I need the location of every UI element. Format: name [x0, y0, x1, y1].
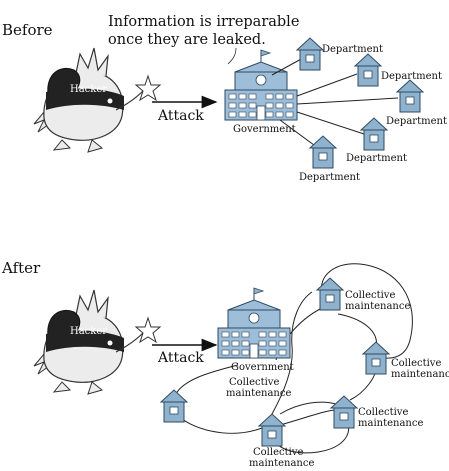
government-label: Government [231, 362, 294, 373]
department-label: Department [381, 71, 442, 82]
government-icon [217, 287, 291, 359]
hacker-label: Hacker [70, 84, 107, 95]
collective-node-icon [316, 277, 344, 311]
collective-node-label: Collective [345, 290, 395, 301]
hacker-label: Hacker [70, 326, 107, 337]
government-collective-label: maintenance [226, 388, 291, 399]
department-label: Department [346, 153, 407, 164]
department-icon [354, 53, 382, 87]
department-icon [396, 79, 424, 113]
collective-node-label: Collective [253, 447, 303, 458]
collective-node-label: Collective [358, 407, 408, 418]
department-icon [309, 135, 337, 169]
department-links [271, 57, 399, 149]
department-label: Department [322, 44, 383, 55]
after-title: After [1, 259, 41, 277]
collective-node-icon [258, 413, 286, 447]
leak-note-line2: once they are leaked. [108, 32, 266, 48]
collective-node-label: maintenance [345, 301, 410, 312]
collective-node-label: maintenance [249, 458, 314, 469]
collective-node-icon [330, 395, 358, 429]
collective-node-label: Collective [391, 358, 441, 369]
leak-note-line1: Information is irreparable [108, 14, 299, 30]
department-icon [360, 117, 388, 151]
hacker-icon: Hacker [33, 289, 161, 395]
government-collective-label: Collective [229, 377, 279, 388]
government-label: Government [233, 124, 296, 135]
collective-node-label: maintenance [391, 369, 449, 380]
hacker-icon: Hacker [33, 47, 161, 153]
leak-note-pointer [227, 47, 237, 65]
collective-node-icon [362, 341, 390, 375]
collective-node-label: maintenance [358, 418, 423, 429]
attack-label: Attack [157, 108, 204, 124]
attack-label: Attack [157, 350, 204, 366]
department-label: Department [386, 116, 447, 127]
department-label: Department [299, 172, 360, 183]
government-icon [224, 49, 298, 121]
before-title: Before [2, 21, 53, 39]
collective-node-icon [160, 389, 188, 423]
department-icon [296, 37, 324, 71]
